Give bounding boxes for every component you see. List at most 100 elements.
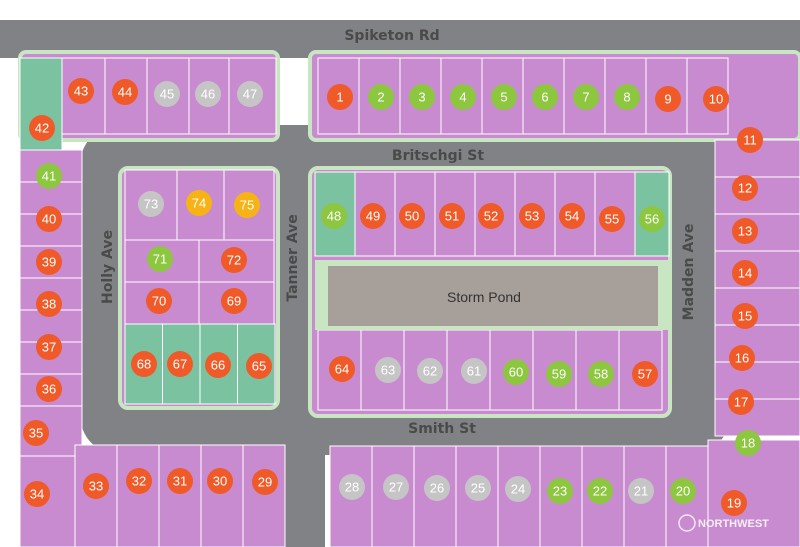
lot-number: 44 bbox=[118, 85, 132, 100]
lot-marker-circle bbox=[588, 361, 614, 387]
lot-number: 14 bbox=[738, 266, 752, 281]
lot-marker-circle bbox=[126, 468, 152, 494]
lot-cell-east bbox=[714, 398, 800, 437]
lot-cell-north bbox=[228, 57, 277, 135]
lot-marker-circle bbox=[339, 474, 365, 500]
lot-number: 49 bbox=[366, 209, 380, 224]
lot-marker: 18 bbox=[735, 430, 761, 456]
lot-marker: 39 bbox=[36, 249, 62, 275]
lot-marker-circle bbox=[383, 474, 409, 500]
lot-marker: 64 bbox=[329, 356, 355, 382]
lot-marker: 27 bbox=[383, 474, 409, 500]
lot-marker: 12 bbox=[732, 175, 758, 201]
lot-marker: 37 bbox=[36, 334, 62, 360]
lot-marker: 63 bbox=[375, 357, 401, 383]
lot-marker-circle bbox=[24, 481, 50, 507]
lot-number: 12 bbox=[738, 181, 752, 196]
lot-marker-circle bbox=[491, 84, 517, 110]
lot-marker: 36 bbox=[36, 376, 62, 402]
lot-marker-circle bbox=[439, 203, 465, 229]
pond-label: Storm Pond bbox=[447, 289, 521, 305]
lot-number: 27 bbox=[389, 480, 403, 495]
lot-marker-circle bbox=[234, 192, 260, 218]
lot-number: 73 bbox=[144, 197, 158, 212]
lot-marker: 41 bbox=[36, 163, 62, 189]
lot-marker: 47 bbox=[237, 81, 263, 107]
lot-marker-circle bbox=[573, 84, 599, 110]
lot-marker: 3 bbox=[409, 84, 435, 110]
lot-number: 34 bbox=[30, 487, 44, 502]
lot-marker-circle bbox=[729, 345, 755, 371]
lot-marker-circle bbox=[450, 84, 476, 110]
lot-marker: 67 bbox=[167, 351, 193, 377]
lot-number: 6 bbox=[541, 90, 548, 105]
lot-cell-east bbox=[714, 361, 800, 400]
lot-number: 53 bbox=[525, 209, 539, 224]
lot-number: 5 bbox=[500, 90, 507, 105]
lot-marker: 71 bbox=[147, 246, 173, 272]
lot-marker-circle bbox=[36, 334, 62, 360]
lot-marker-circle bbox=[131, 351, 157, 377]
lot-marker-circle bbox=[478, 203, 504, 229]
lot-marker: 48 bbox=[321, 203, 347, 229]
lot-number: 29 bbox=[258, 475, 272, 490]
lot-marker-circle bbox=[559, 203, 585, 229]
lot-number: 59 bbox=[552, 367, 566, 382]
lot-marker-circle bbox=[205, 352, 231, 378]
lot-number: 16 bbox=[735, 351, 749, 366]
lot-number: 1 bbox=[336, 90, 343, 105]
lot-marker-circle bbox=[735, 430, 761, 456]
lot-number: 23 bbox=[553, 484, 567, 499]
lot-number: 40 bbox=[42, 212, 56, 227]
lot-cell-south bbox=[116, 444, 160, 547]
lot-number: 52 bbox=[484, 209, 498, 224]
lot-number: 35 bbox=[29, 426, 43, 441]
lot-marker: 7 bbox=[573, 84, 599, 110]
lot-marker-circle bbox=[29, 115, 55, 141]
lot-marker: 49 bbox=[360, 203, 386, 229]
lot-cell-south bbox=[242, 444, 286, 547]
lot-number: 9 bbox=[664, 92, 671, 107]
lot-marker: 73 bbox=[138, 191, 164, 217]
lot-marker-circle bbox=[167, 468, 193, 494]
lot-marker-circle bbox=[237, 81, 263, 107]
lot-number: 20 bbox=[676, 484, 690, 499]
lot-marker-circle bbox=[360, 203, 386, 229]
lot-number: 63 bbox=[381, 363, 395, 378]
lot-marker-circle bbox=[375, 357, 401, 383]
lot-marker: 5 bbox=[491, 84, 517, 110]
lot-marker-circle bbox=[721, 490, 747, 516]
lot-marker-circle bbox=[519, 203, 545, 229]
lot-marker-circle bbox=[424, 475, 450, 501]
lot-number: 21 bbox=[634, 484, 648, 499]
lot-marker: 72 bbox=[221, 247, 247, 273]
lot-number: 58 bbox=[594, 367, 608, 382]
lot-number: 3 bbox=[418, 90, 425, 105]
lot-marker: 34 bbox=[24, 481, 50, 507]
lot-marker: 14 bbox=[732, 260, 758, 286]
lot-number: 24 bbox=[511, 482, 525, 497]
lot-marker: 25 bbox=[465, 475, 491, 501]
lot-marker-circle bbox=[36, 206, 62, 232]
storm-pond: Storm Pond bbox=[315, 260, 668, 330]
lot-marker: 58 bbox=[588, 361, 614, 387]
street-label-britschgi: Britschgi St bbox=[392, 148, 484, 164]
lot-marker: 56 bbox=[639, 206, 665, 232]
lot-marker: 17 bbox=[728, 389, 754, 415]
lot-marker-circle bbox=[737, 127, 763, 153]
lot-number: 48 bbox=[327, 209, 341, 224]
lot-number: 60 bbox=[509, 365, 523, 380]
lot-number: 51 bbox=[445, 209, 459, 224]
lot-marker-circle bbox=[670, 478, 696, 504]
lot-marker-circle bbox=[639, 206, 665, 232]
lot-marker-circle bbox=[138, 191, 164, 217]
watermark-logo-icon bbox=[678, 514, 696, 532]
watermark: NORTHWEST bbox=[678, 514, 769, 532]
lot-marker-circle bbox=[83, 473, 109, 499]
lot-number: 42 bbox=[35, 121, 49, 136]
lot-number: 65 bbox=[252, 359, 266, 374]
lot-marker-circle bbox=[368, 84, 394, 110]
lot-number: 75 bbox=[240, 198, 254, 213]
lot-marker-circle bbox=[36, 291, 62, 317]
